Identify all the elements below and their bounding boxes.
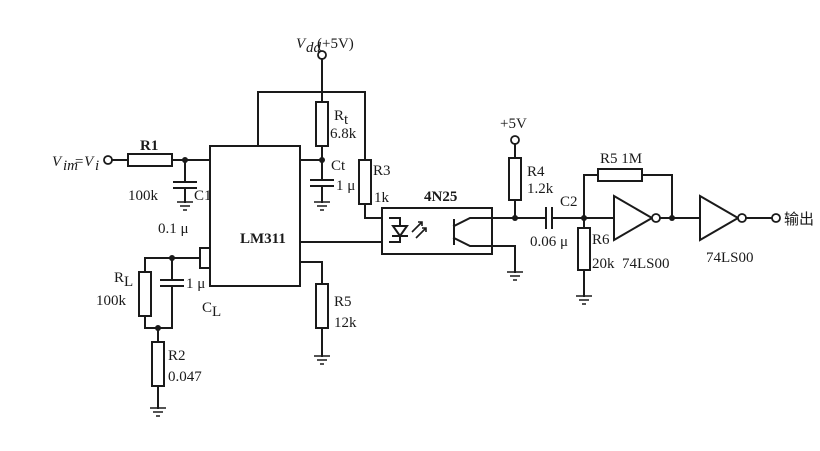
output-label: 输出 bbox=[784, 211, 814, 228]
gate-74ls00-2 bbox=[699, 194, 740, 242]
c1-label: C1 bbox=[194, 188, 212, 204]
ground-icon bbox=[507, 271, 523, 281]
wire bbox=[144, 257, 201, 273]
wire bbox=[389, 235, 401, 243]
phototransistor-collector bbox=[452, 217, 493, 228]
junction-dot bbox=[669, 215, 675, 221]
c2-label: C2 bbox=[560, 194, 578, 210]
rt-label: R bbox=[334, 108, 344, 124]
cl-sub: L bbox=[212, 304, 221, 320]
resistor-r5-1m bbox=[597, 168, 643, 182]
rl-label: R bbox=[114, 270, 124, 286]
wire bbox=[257, 91, 366, 161]
vin-label: V bbox=[52, 154, 63, 170]
resistor-r3 bbox=[358, 159, 372, 205]
resistor-rl bbox=[138, 271, 152, 317]
resistor-r1 bbox=[127, 153, 173, 167]
gate-74ls00-1 bbox=[613, 194, 654, 242]
c1-value: 0.1 μ bbox=[158, 221, 189, 237]
plus5v-label: +5V bbox=[500, 116, 527, 132]
output-terminal bbox=[771, 213, 781, 223]
vdd-value: (+5V) bbox=[317, 36, 354, 52]
gate-bubble bbox=[737, 213, 747, 223]
lm311-input-pin bbox=[199, 247, 211, 269]
cl-label: C bbox=[202, 300, 212, 316]
wire bbox=[491, 245, 516, 273]
r6-value: 20k bbox=[592, 256, 615, 272]
r1-label: R1 bbox=[140, 138, 158, 154]
r1-value: 100k bbox=[128, 188, 159, 204]
wire bbox=[641, 174, 673, 219]
cl-value: 1 μ bbox=[186, 276, 205, 292]
optocoupler-section: 4N25 bbox=[381, 189, 523, 281]
ground-icon bbox=[314, 201, 330, 211]
phototransistor-emitter bbox=[452, 236, 493, 247]
vin-eq: =V bbox=[74, 154, 95, 170]
vdd-sub: dd bbox=[306, 40, 322, 56]
rt-sub: t bbox=[344, 112, 349, 128]
r4-label: R4 bbox=[527, 164, 545, 180]
rl-sub: L bbox=[124, 274, 133, 290]
r2-label: R2 bbox=[168, 348, 186, 364]
ground-icon bbox=[150, 407, 166, 417]
light-arrows-icon bbox=[411, 221, 427, 239]
r5a-label: R5 bbox=[334, 294, 352, 310]
gate1-label: 74LS00 bbox=[622, 256, 670, 272]
r5a-value: 12k bbox=[334, 315, 357, 331]
ground-icon bbox=[314, 355, 330, 365]
ground-icon bbox=[576, 295, 592, 305]
ground-icon bbox=[177, 201, 193, 211]
sense-network: R L 100k 1 μ C L R2 0.047 bbox=[96, 247, 221, 417]
input-terminal bbox=[103, 155, 113, 165]
resistor-r6 bbox=[577, 227, 591, 271]
rt-value: 6.8k bbox=[330, 126, 357, 142]
wire bbox=[299, 261, 323, 285]
plus5v-terminal bbox=[510, 135, 520, 145]
r4-value: 1.2k bbox=[527, 181, 554, 197]
c2-value: 0.06 μ bbox=[530, 234, 568, 250]
resistor-r5-12k bbox=[315, 283, 329, 329]
output-stage: +5V R4 1.2k C2 0.06 μ R6 20k R5 1M 74LS0… bbox=[500, 116, 814, 305]
lm311-chip bbox=[209, 145, 301, 287]
input-section: V im =V i R1 100k C1 0.1 μ bbox=[52, 138, 212, 237]
led-icon bbox=[391, 225, 409, 238]
lm311-section: LM311 V dd (+5V) R t 6.8k Ct 1 μ R3 1k R… bbox=[209, 36, 391, 365]
ct-value: 1 μ bbox=[336, 178, 355, 194]
r3-label: R3 bbox=[373, 163, 391, 179]
wire bbox=[144, 315, 173, 329]
wire bbox=[583, 174, 599, 219]
gate2-label: 74LS00 bbox=[706, 250, 754, 266]
vin-sub: im bbox=[63, 158, 78, 174]
optocoupler-4n25 bbox=[381, 207, 493, 255]
rl-value: 100k bbox=[96, 293, 127, 309]
r2-value: 0.047 bbox=[168, 369, 202, 385]
opto-label: 4N25 bbox=[424, 189, 457, 205]
r3-value: 1k bbox=[374, 190, 390, 206]
vin-sub2: i bbox=[95, 158, 99, 174]
vdd-label: V bbox=[296, 36, 307, 52]
resistor-r4 bbox=[508, 157, 522, 201]
r5b-label: R5 1M bbox=[600, 151, 642, 167]
lm311-label: LM311 bbox=[240, 231, 286, 247]
resistor-r2 bbox=[151, 341, 165, 387]
r6-label: R6 bbox=[592, 232, 610, 248]
wire bbox=[389, 217, 401, 227]
ct-label: Ct bbox=[331, 158, 346, 174]
gate-bubble bbox=[651, 213, 661, 223]
resistor-rt bbox=[315, 101, 329, 147]
